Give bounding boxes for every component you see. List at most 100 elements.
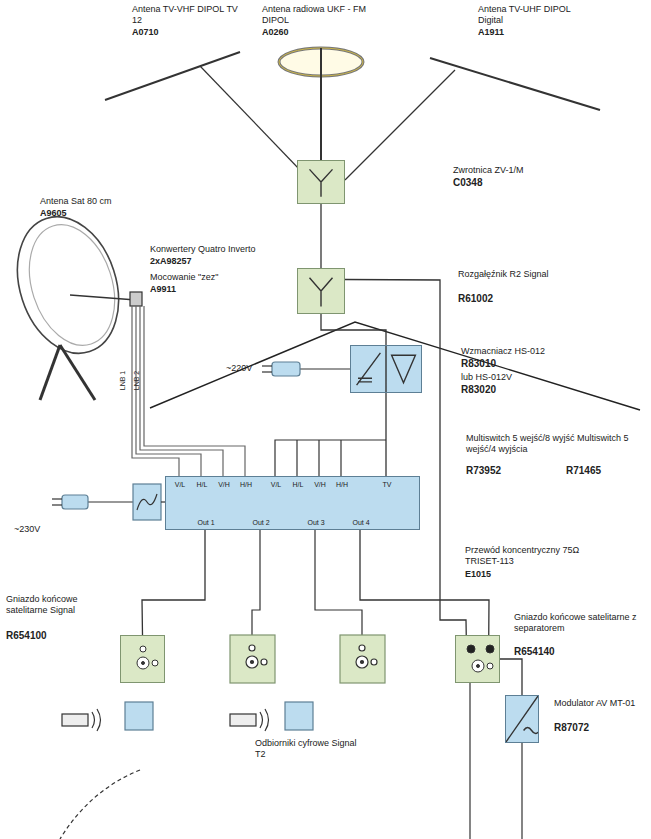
drawing-polyline — [521, 743, 522, 839]
drawing-path — [260, 709, 269, 731]
drawing-polyline — [140, 306, 223, 476]
part-label: Antena TV-UHF DIPOL Digital — [478, 4, 588, 26]
part-code: R83020 — [461, 384, 591, 395]
part-name: Rozgałęźnik R2 Signal — [458, 269, 578, 280]
drawing-g — [1, 48, 640, 839]
coax-connector — [321, 314, 386, 345]
coax-connector — [385, 393, 386, 476]
part-name: Modulator AV MT-01 — [554, 698, 644, 709]
drawing-circle — [477, 665, 480, 668]
drawing-rect — [130, 292, 142, 306]
part-code: R654140 — [514, 646, 642, 657]
port-label: Out 3 — [305, 519, 327, 527]
part-name: Wzmacniacz HS-012 — [461, 346, 591, 357]
part-label: Przewód koncentryczny 75Ω TRISET-113 — [465, 545, 615, 567]
port-label: Out 2 — [250, 519, 272, 527]
cable-label: LNB 1 — [117, 351, 128, 411]
drawing-circle — [137, 657, 149, 669]
part-code: R654100 — [6, 630, 114, 641]
drawing-rect — [125, 702, 153, 730]
port-label: V/H — [213, 481, 235, 489]
drawing-line — [40, 345, 60, 400]
amplifier-box: Wzmacniacz HS-012R83010lub HS-012VR83020 — [350, 345, 422, 393]
part-code: R73952 — [466, 465, 546, 476]
drawing-line — [340, 440, 341, 476]
drawing-polyline — [315, 530, 362, 635]
box-symbol — [298, 161, 344, 203]
drawing-ellipse — [1, 204, 136, 367]
part-label: Odbiorniki cyfrowe Signal T2 — [255, 738, 365, 760]
coax-connector — [345, 280, 466, 636]
drawing-circle — [251, 661, 254, 664]
coax-connector — [320, 204, 321, 268]
port-label: H/L — [287, 481, 309, 489]
drawing-path — [310, 169, 333, 196]
drawing-circle — [472, 660, 484, 672]
part-name: Gniazdo końcowe satelitarne Signal — [6, 594, 114, 616]
drawing-circle — [261, 659, 267, 665]
part-code: R83010 — [461, 358, 591, 369]
drawing-path — [506, 696, 538, 742]
part-code: C0348 — [453, 177, 603, 188]
part-code: E1015 — [465, 569, 615, 580]
drawing-circle — [486, 645, 494, 653]
drawing-rect — [133, 484, 161, 520]
part-code: A0260 — [262, 27, 382, 38]
drawing-polyline — [275, 440, 341, 476]
part-label: ~230V — [14, 524, 54, 535]
part-name: lub HS-012V — [461, 372, 591, 383]
part-name: Zwrotnica ZV-1/M — [453, 165, 603, 176]
part-code: R87072 — [554, 722, 644, 733]
port-label: H/H — [331, 481, 353, 489]
drawing-circle — [246, 656, 258, 668]
drawing-line — [60, 345, 95, 400]
drawing-line — [345, 70, 455, 180]
drawing-polyline — [469, 683, 470, 839]
part-name: Gniazdo końcowe satelitarne z separatore… — [514, 612, 642, 634]
part-code: R61002 — [458, 293, 578, 304]
drawing-line — [341, 439, 386, 440]
drawing-line — [200, 66, 300, 170]
part-label: Antena radiowa UKF - FM DIPOL — [262, 4, 382, 26]
drawing-path — [137, 494, 157, 510]
part-code: A0710 — [132, 27, 242, 38]
drawing-circle — [142, 662, 145, 665]
box-symbol — [506, 696, 538, 742]
drawing-polyline — [252, 530, 260, 635]
drawing-path — [60, 770, 140, 839]
splitter-box: Rozgałęźnik R2 SignalR61002 — [297, 268, 345, 314]
drawing-rect — [230, 714, 256, 726]
drawing-line — [70, 295, 136, 300]
drawing-ellipse — [15, 214, 129, 357]
socket-box: Gniazdo końcowe satelitarne SignalR65410… — [120, 635, 165, 683]
drawing-path — [310, 278, 333, 307]
part-label: Mocowanie "zez" — [150, 272, 270, 283]
drawing-circle — [140, 646, 146, 652]
part-label: Konwertery Quatro Inverto — [150, 244, 270, 255]
coax-connector — [500, 659, 522, 695]
drawing-path — [357, 346, 416, 392]
drawing-path — [92, 709, 101, 731]
drawing-line — [262, 371, 272, 372]
drawing-circle — [249, 645, 255, 651]
modulator-box: Modulator AV MT-01R87072 — [505, 695, 539, 743]
coax-connector — [142, 530, 205, 635]
drawing-rect — [62, 495, 88, 509]
drawing-circle — [359, 645, 365, 651]
box-symbol — [298, 269, 344, 313]
port-label: V/H — [309, 481, 331, 489]
drawing-line — [262, 365, 272, 366]
socket-box: Gniazdo końcowe satelitarne z separatore… — [455, 635, 500, 683]
drawing-line — [52, 504, 62, 505]
drawing-line — [320, 48, 322, 160]
part-label: Antena TV-VHF DIPOL TV 12 — [132, 4, 242, 26]
part-code: A1911 — [478, 27, 588, 38]
drawing-circle — [361, 661, 364, 664]
port-label: TV — [376, 481, 398, 489]
drawing-rect — [230, 635, 275, 683]
drawing-circle — [467, 645, 475, 653]
drawing-rect — [285, 702, 313, 730]
drawing-line — [52, 498, 62, 499]
